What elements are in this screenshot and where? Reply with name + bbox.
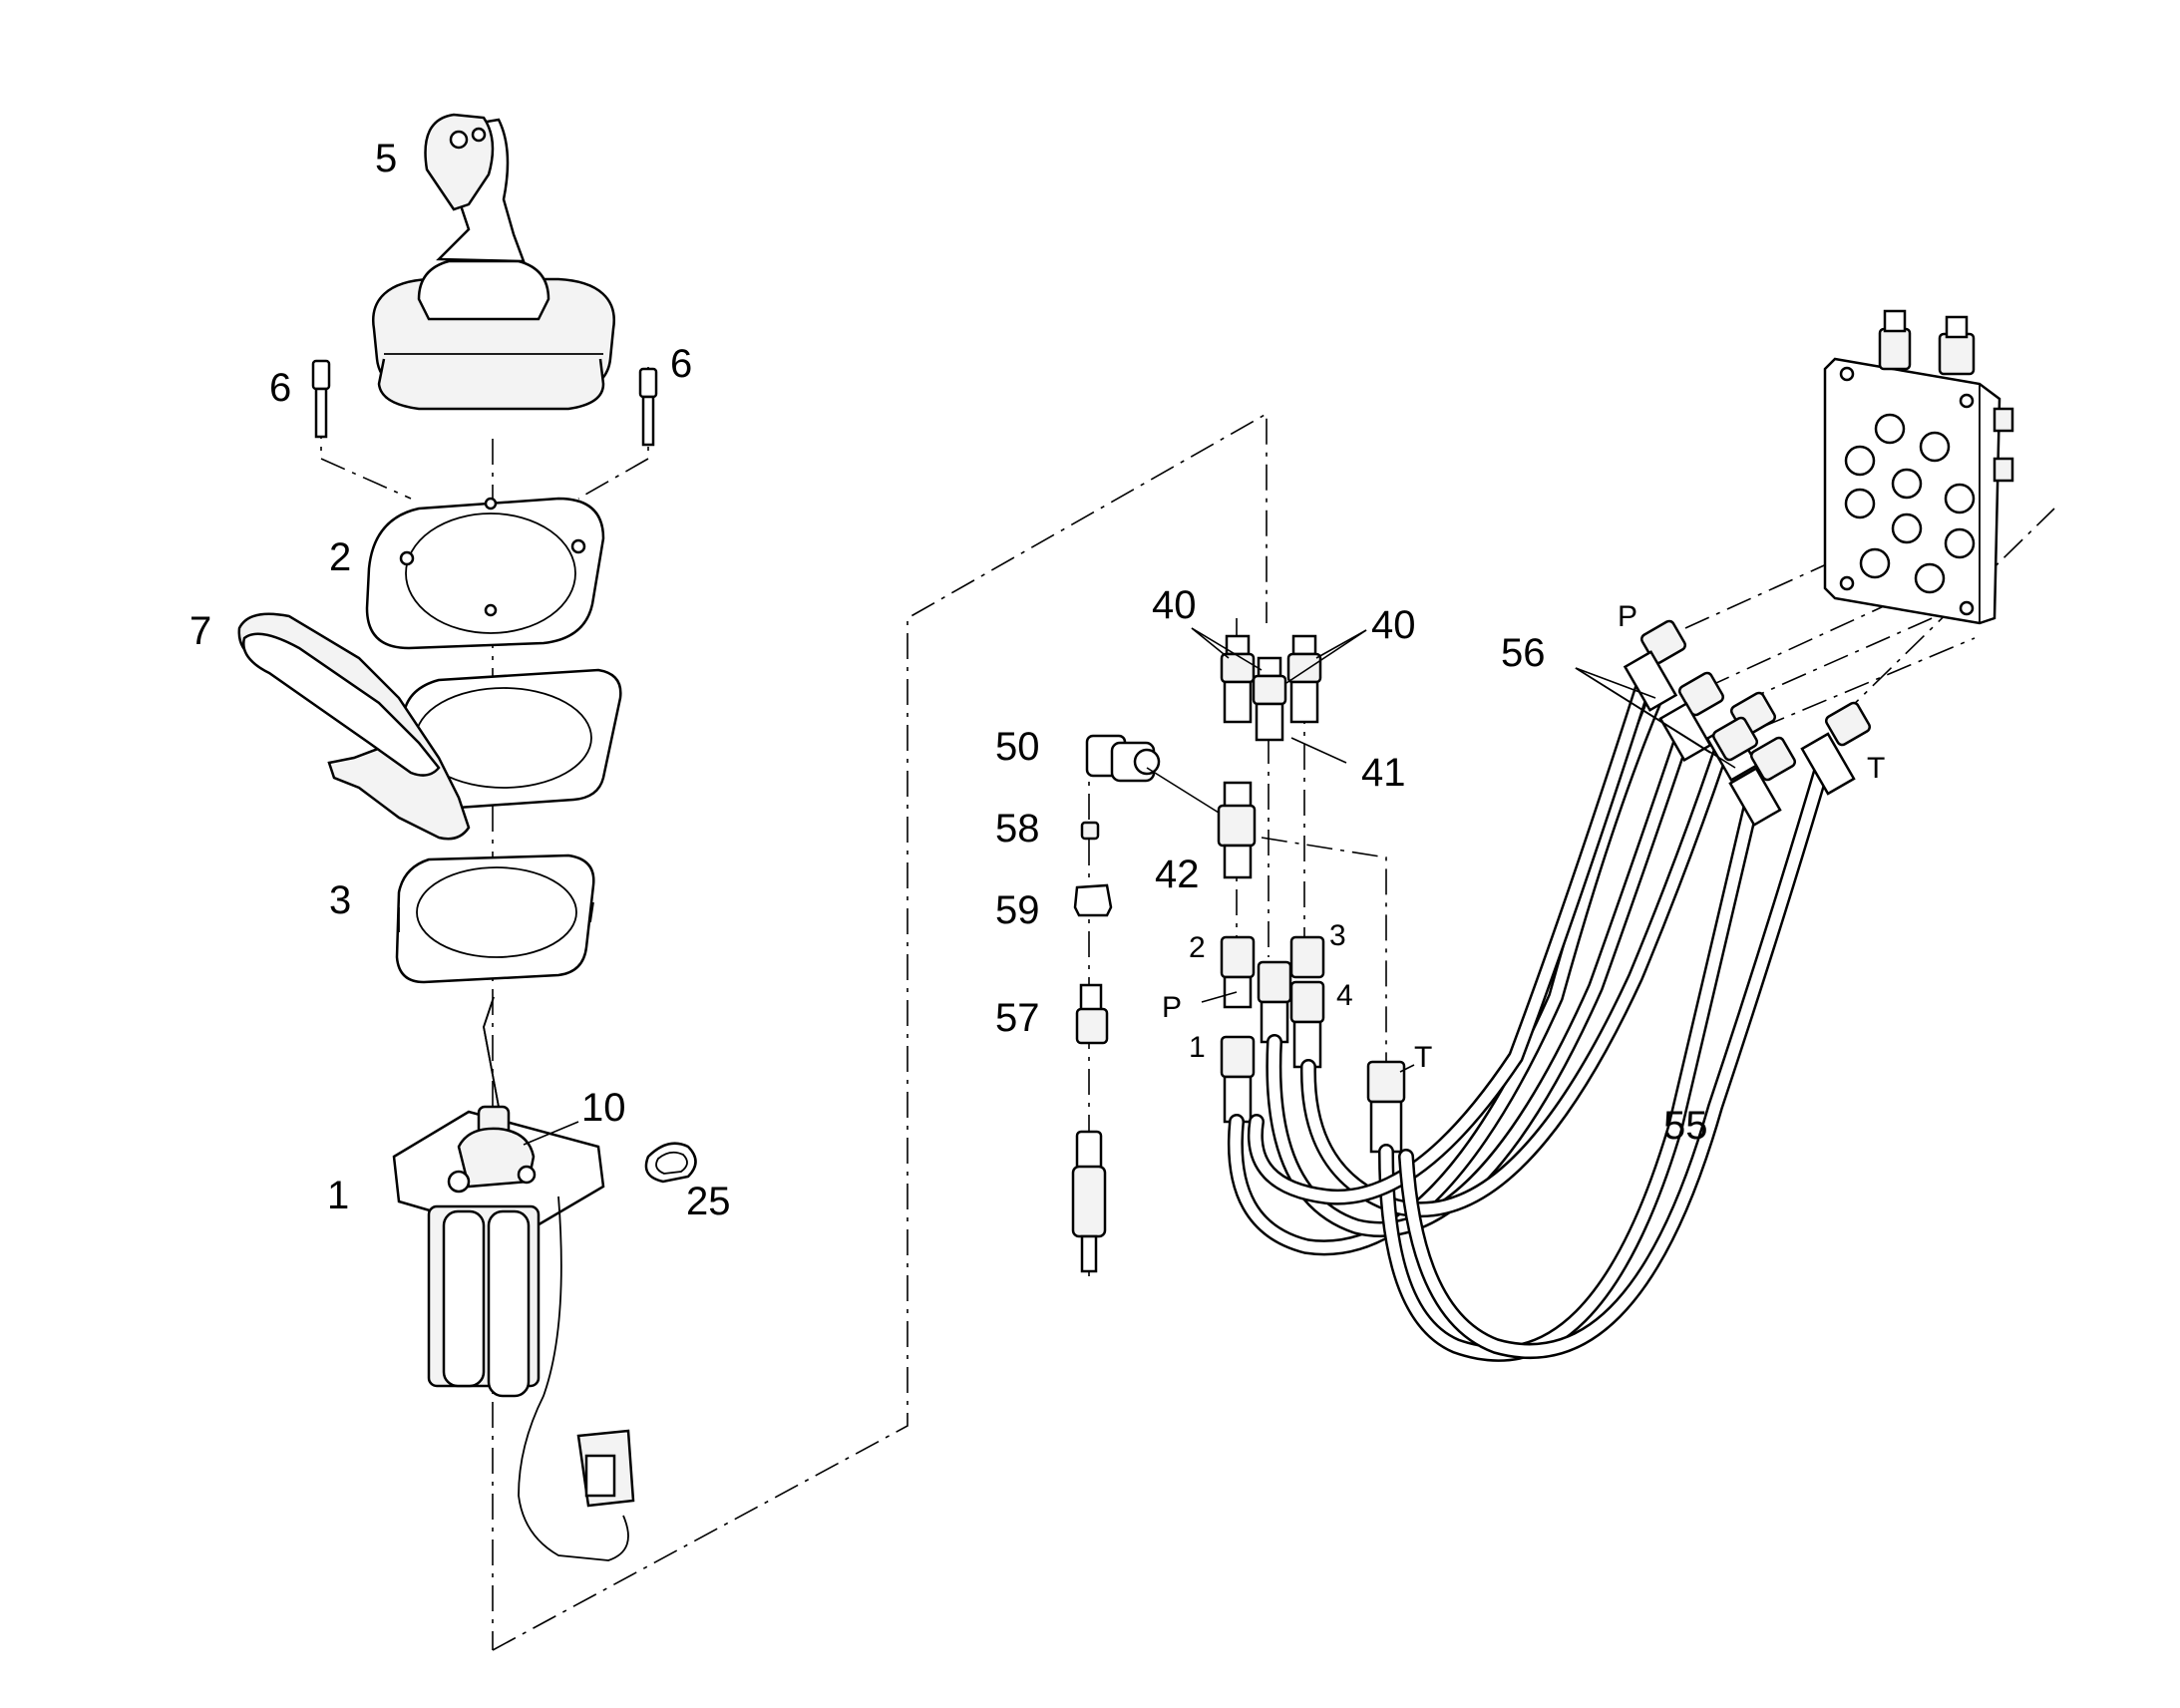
callout-41: 41 — [1361, 751, 1406, 795]
port-label-3: 3 — [1329, 919, 1346, 952]
callout-55: 55 — [1663, 1104, 1708, 1148]
hydraulic-hoses — [1227, 670, 1833, 1362]
callout-5: 5 — [375, 137, 397, 180]
callout-40-left: 40 — [1152, 583, 1197, 627]
callout-59: 59 — [995, 888, 1040, 932]
mounting-screw-left — [311, 359, 331, 439]
callout-3: 3 — [329, 878, 351, 922]
callout-57: 57 — [995, 996, 1040, 1040]
leader-50-42 — [1146, 767, 1220, 814]
callout-7: 7 — [189, 609, 211, 653]
port-label-T-lower: T — [1414, 1041, 1432, 1074]
callout-58: 58 — [995, 807, 1040, 851]
callout-numbers: 5 6 6 2 7 3 10 1 25 40 40 41 42 50 58 59… — [189, 137, 1708, 1223]
port-label-4: 4 — [1336, 979, 1353, 1012]
port-label-P-upper: P — [1618, 600, 1637, 633]
nut — [1073, 883, 1113, 917]
callout-56: 56 — [1501, 631, 1546, 675]
straight-fitting-left — [1220, 634, 1256, 724]
callout-1: 1 — [327, 1174, 349, 1217]
callout-10: 10 — [581, 1086, 626, 1130]
port-label-P: P — [1162, 991, 1182, 1024]
lower-hose-ends — [1220, 935, 1406, 1154]
port-label-T-upper: T — [1867, 752, 1885, 785]
straight-fitting-right — [1286, 634, 1322, 724]
adapter — [1075, 983, 1109, 1045]
elbow-fitting — [1085, 734, 1161, 783]
port-labels: 2 3 P 4 1 T P T — [1162, 600, 1885, 1074]
callout-2: 2 — [329, 535, 351, 579]
tee-fitting — [1217, 781, 1257, 879]
pilot-control-valve — [392, 996, 635, 1561]
callout-6-left: 6 — [269, 366, 291, 410]
quick-coupler — [1071, 1130, 1107, 1273]
mounting-plate-gasket — [365, 497, 605, 650]
spacer-frame — [395, 854, 595, 984]
valve-manifold-block — [1823, 309, 2014, 625]
seal-ring — [644, 1142, 697, 1184]
mounting-screw-right — [638, 367, 658, 447]
callout-25: 25 — [686, 1180, 731, 1223]
center-fitting — [1252, 656, 1287, 742]
callout-50: 50 — [995, 725, 1040, 769]
small-plug — [1080, 821, 1100, 841]
upper-hose-end-fittings — [1623, 619, 1872, 827]
port-label-2: 2 — [1189, 931, 1206, 964]
callout-40-right: 40 — [1371, 603, 1416, 647]
callout-leaders — [1191, 627, 1736, 1073]
port-label-1: 1 — [1189, 1031, 1206, 1064]
leader-10 — [523, 1121, 579, 1146]
callout-6-right: 6 — [670, 342, 692, 386]
console-bracket-with-grab-handle — [237, 612, 622, 841]
joystick-handle-with-boot — [371, 113, 616, 411]
callout-42: 42 — [1155, 853, 1200, 896]
